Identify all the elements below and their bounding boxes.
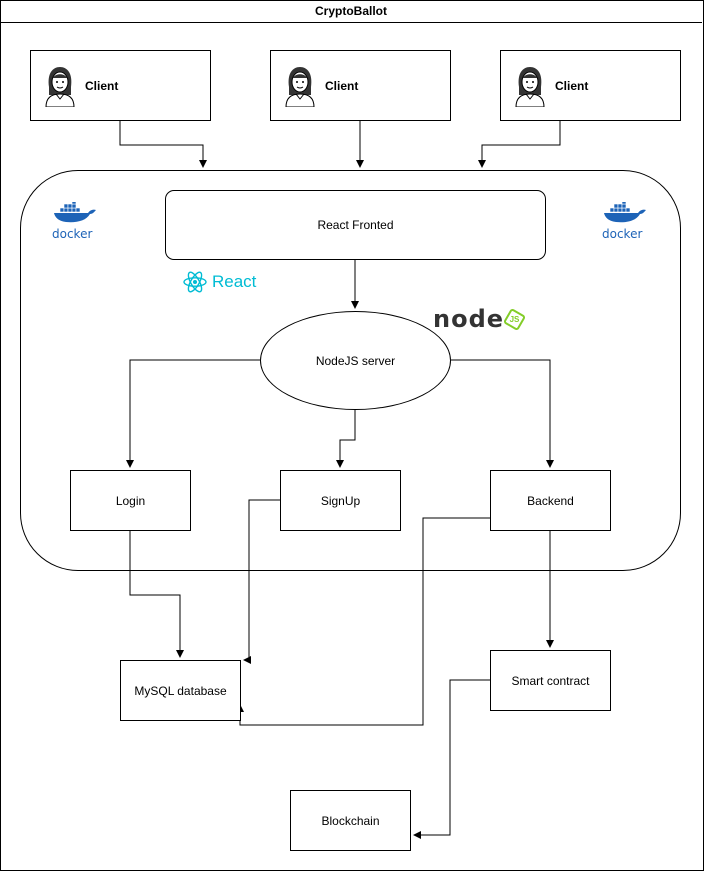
react-atom-icon [183,271,207,293]
mysql-database-label: MySQL database [134,683,227,698]
docker-logo: docker [52,199,98,241]
user-icon [45,66,75,107]
edge-client1-to-container [119,121,207,168]
edge-signup-to-mysql [243,499,280,664]
react-logo: React [182,268,262,296]
edge-login-to-mysql [129,530,184,658]
signup-node[interactable]: SignUp [280,470,401,531]
react-frontend-node[interactable]: React Fronted [165,190,546,260]
edge-node-to-signup [336,410,356,468]
client-box[interactable]: Client [500,50,681,121]
client-label: Client [85,78,119,93]
nodejs-server-node[interactable]: NodeJS server [260,311,451,410]
docker-label: docker [52,227,93,241]
user-icon [515,66,545,107]
blockchain-node[interactable]: Blockchain [290,790,411,851]
nodejs-logo-text: node [433,305,505,333]
nodejs-badge-text: JS [509,314,520,324]
edge-client3-to-container [478,121,561,168]
react-frontend-label: React Fronted [317,218,394,232]
client-box[interactable]: Client [30,50,211,121]
docker-whale-icon [54,199,96,223]
edge-node-to-backend [451,359,554,468]
nodejs-server-label: NodeJS server [315,353,396,368]
login-node[interactable]: Login [70,470,191,531]
docker-whale-icon [604,199,646,223]
docker-logo: docker [602,199,648,241]
client-label: Client [325,78,359,93]
client-label: Client [555,78,589,93]
signup-label: SignUp [320,493,361,508]
mysql-database-node[interactable]: MySQL database [120,660,241,721]
login-label: Login [115,493,146,508]
docker-container [20,170,681,571]
smart-contract-node[interactable]: Smart contract [490,650,611,711]
docker-label: docker [602,227,643,241]
edge-smartcontract-to-blockchain [413,679,490,839]
backend-label: Backend [527,493,574,508]
client-box[interactable]: Client [270,50,451,121]
react-logo-text: React [212,272,257,291]
smart-contract-label: Smart contract [511,673,590,688]
backend-node[interactable]: Backend [490,470,611,531]
nodejs-logo: node JS [433,305,527,333]
diagram-title: CryptoBallot [0,0,702,23]
blockchain-label: Blockchain [321,813,380,828]
user-icon [285,66,315,107]
edge-node-to-login [126,359,260,468]
nodejs-hexagon-icon: JS [502,307,527,331]
